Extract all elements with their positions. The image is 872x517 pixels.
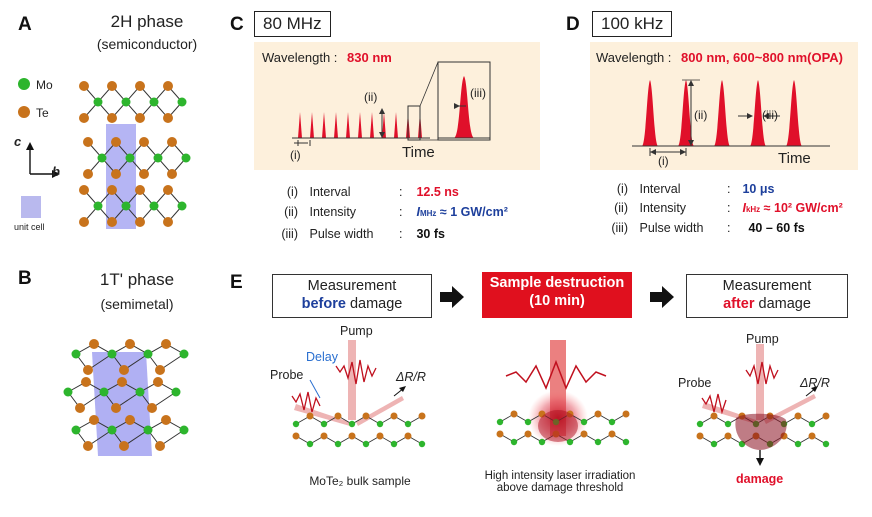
- wavelength-value-d: 800 nm, 600~800 nm(OPA): [681, 50, 844, 65]
- step-after-box: Measurement after damage: [686, 274, 848, 318]
- setup-after-diagram: [696, 344, 830, 466]
- step-before-line2: before damage: [301, 296, 403, 312]
- label-ii-d: (ii): [694, 108, 708, 122]
- unit-cell-label: unit cell: [14, 222, 45, 232]
- step-destruction-line2: (10 min): [529, 293, 585, 309]
- pump-beam-after: [756, 344, 764, 420]
- label-iii-c: (iii): [470, 86, 486, 100]
- crystal-1t-diagram: [63, 339, 189, 456]
- param-c-pulse-width: (iii) Pulse width : 30 fs: [281, 227, 445, 241]
- param-d-interval: (i) Interval : 10 μs: [616, 182, 775, 196]
- pump-beam-before: [348, 340, 356, 420]
- panel-b-subtitle: (semimetal): [100, 296, 174, 312]
- mo-legend-dot: [18, 78, 30, 90]
- destruction-pulse: [505, 359, 607, 390]
- legend-te-label: Te: [36, 106, 49, 120]
- irradiation-label: High intensity laser irradiation above d…: [470, 470, 650, 494]
- arrow-right-1: [440, 286, 466, 313]
- panel-letter-d: D: [566, 14, 580, 35]
- irradiation-line2: above damage threshold: [496, 482, 624, 494]
- wavelength-label-d: Wavelength :: [596, 50, 672, 65]
- damage-label: damage: [736, 472, 784, 486]
- dr-label-after: ΔR/R: [800, 376, 830, 390]
- legend-atoms-svg: [18, 78, 60, 218]
- label-i-d: (i): [658, 154, 669, 168]
- panel-letter-c: C: [230, 14, 244, 35]
- panel-a-subtitle: (semiconductor): [96, 36, 198, 52]
- label-ii-c: (ii): [364, 90, 378, 104]
- pump-pulse-before: [335, 359, 377, 385]
- time-label-c: Time: [402, 144, 435, 161]
- panel-d-wavelength: Wavelength : 800 nm, 600~800 nm(OPA): [596, 50, 843, 65]
- param-d-intensity: (ii) Intensity : IkHz ≈ 10² GW/cm²: [614, 201, 843, 215]
- setup-before-diagram: [291, 340, 426, 448]
- panel-c-background: [254, 42, 540, 170]
- label-i-c: (i): [290, 148, 301, 162]
- setup-destruction-diagram: [496, 340, 630, 446]
- arrow-right-2: [650, 286, 676, 313]
- pulse-train-100khz: [632, 79, 830, 156]
- step-after-line2: after damage: [723, 296, 811, 312]
- axis-b-arrow: [52, 170, 60, 178]
- dr-label-before: ΔR/R: [396, 370, 426, 384]
- param-c-interval: (i) Interval : 12.5 ns: [286, 185, 459, 199]
- probe-label-before: Probe: [270, 368, 304, 382]
- probe-beam-before: [294, 404, 350, 426]
- zoom-source-box: [407, 105, 421, 141]
- probe-label-after: Probe: [678, 376, 712, 390]
- te-legend-dot: [18, 106, 30, 118]
- pump-label-after: Pump: [746, 332, 779, 346]
- step-destruction-line1: Sample destruction: [489, 275, 625, 291]
- panel-letter-e: E: [230, 272, 243, 293]
- panel-a-title: 2H phase: [110, 12, 184, 31]
- step-before-line1: Measurement: [307, 278, 397, 294]
- delay-label: Delay: [306, 350, 338, 364]
- pump-pulse-after: [745, 361, 779, 385]
- irradiation-line1: High intensity laser irradiation: [484, 470, 636, 482]
- label-iii-d: (iii): [762, 108, 778, 122]
- pump-label-before: Pump: [340, 324, 373, 338]
- step-destruction-box: Sample destruction (10 min): [482, 272, 632, 318]
- panel-b-title: 1T' phase: [99, 270, 175, 289]
- unit-cell-2h: [106, 124, 136, 229]
- panel-c-wavelength: Wavelength : 830 nm: [262, 50, 392, 65]
- crystal-2h-diagram: [79, 81, 191, 229]
- panel-d-params: (i) Interval : 10 μs (ii) Intensity : Ik…: [600, 180, 843, 238]
- probe-pulse-before: [291, 391, 321, 413]
- wavelength-label-c: Wavelength :: [262, 50, 338, 65]
- mo-atoms-1t: [63, 349, 189, 435]
- damage-region: [735, 413, 787, 450]
- axis-c-arrow: [26, 142, 34, 150]
- wavelength-value-c: 830 nm: [347, 50, 392, 65]
- panel-c-params: (i) Interval : 12.5 ns (ii) Intensity : …: [270, 182, 508, 244]
- panel-letter-a: A: [18, 14, 32, 35]
- mo-atoms-2h: [93, 97, 191, 211]
- param-c-intensity: (ii) Intensity : IMHz ≈ 1 GW/cm²: [284, 205, 508, 219]
- axis-b-label: b: [52, 164, 60, 179]
- te-atoms-2h: [79, 81, 177, 227]
- pulses-80mhz: [298, 112, 422, 138]
- te-atoms-1t: [75, 339, 171, 451]
- probe-pulse-after: [701, 393, 727, 415]
- param-d-pulse-width: (iii) Pulse width : 40 – 60 fs: [611, 221, 805, 235]
- time-label-d: Time: [778, 150, 811, 167]
- step-after-line1: Measurement: [722, 278, 812, 294]
- legend-mo-label: Mo: [36, 78, 53, 92]
- pulse-train-80mhz: [292, 61, 491, 146]
- panel-a-legend: [16, 76, 96, 236]
- step-before-box: Measurement before damage: [272, 274, 432, 318]
- panel-letter-b: B: [18, 268, 32, 289]
- sample-label: MoTe₂ bulk sample: [309, 474, 411, 488]
- freq-box-100khz: 100 kHz: [592, 11, 673, 37]
- zoomed-pulse: [454, 76, 474, 138]
- zoom-box: [437, 61, 491, 141]
- freq-box-80mhz: 80 MHz: [254, 11, 331, 37]
- unit-cell-legend-swatch: [21, 196, 41, 218]
- pulses-100khz: [642, 80, 802, 146]
- axis-c-label: c: [14, 134, 22, 149]
